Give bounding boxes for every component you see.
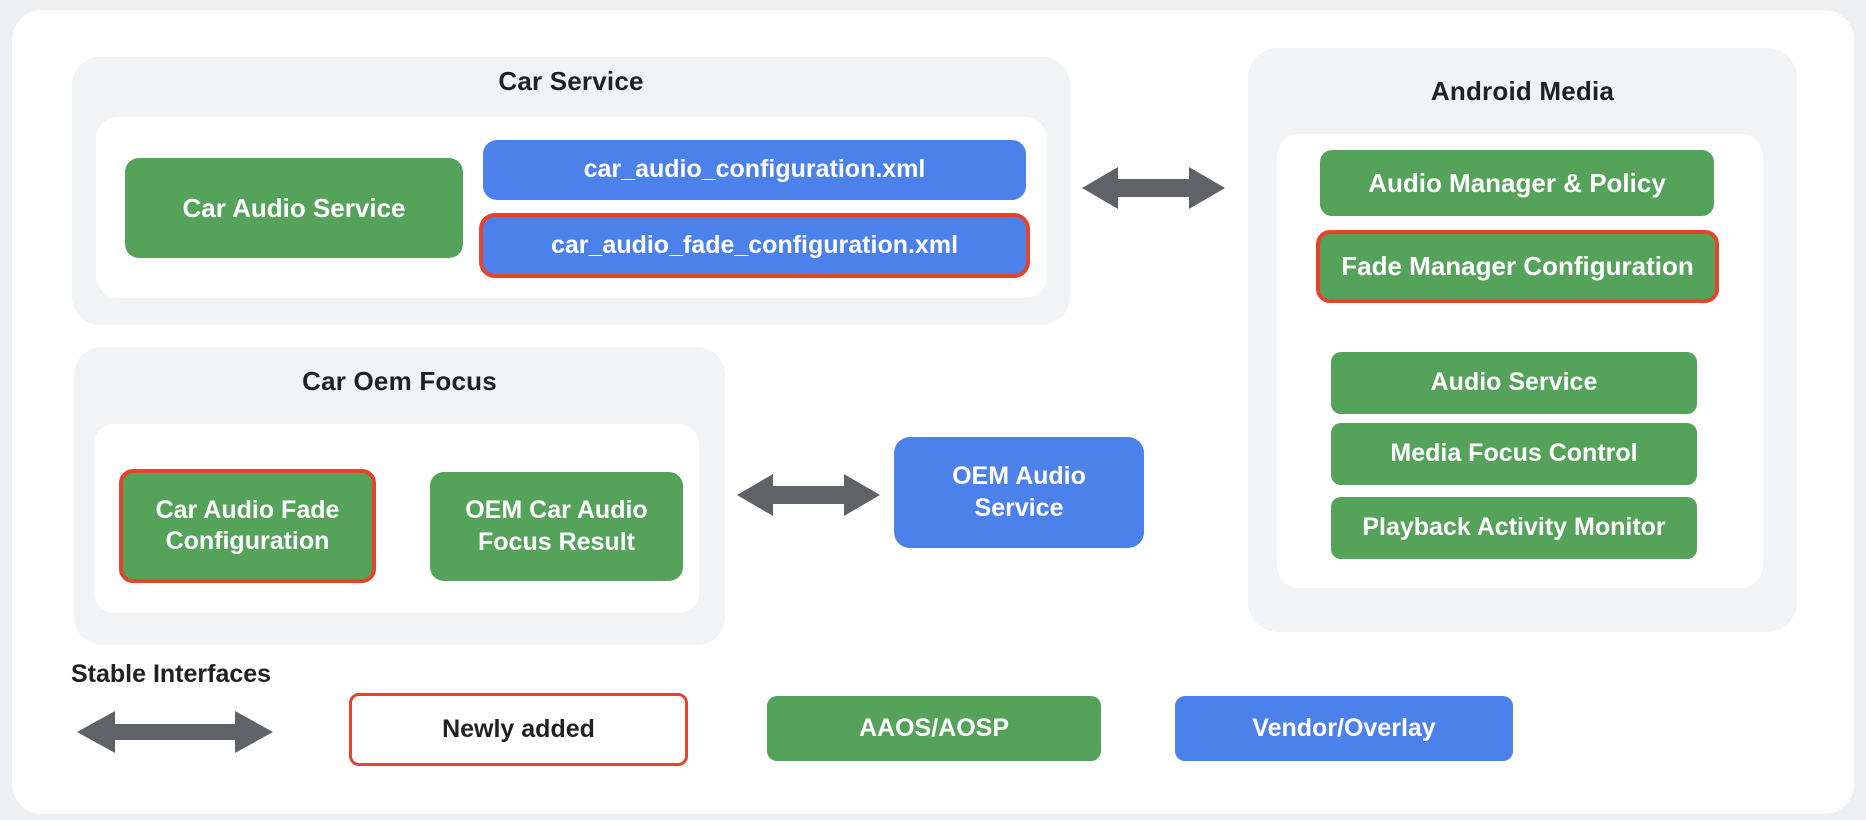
- oem-car-audio-focus-result-box: OEM Car Audio Focus Result: [430, 472, 683, 581]
- car-audio-service-box: Car Audio Service: [125, 158, 463, 258]
- media-focus-control-box: Media Focus Control: [1331, 423, 1697, 485]
- car-audio-configuration-xml-box: car_audio_configuration.xml: [483, 140, 1026, 200]
- playback-activity-monitor-box: Playback Activity Monitor: [1331, 497, 1697, 559]
- car-audio-fade-configuration-box: Car Audio Fade Configuration: [119, 469, 376, 583]
- stable-interfaces-arrow-icon: [77, 711, 273, 753]
- stable-interfaces-label: Stable Interfaces: [71, 660, 272, 688]
- car-oem-focus-title: Car Oem Focus: [302, 366, 497, 396]
- audio-service-box: Audio Service: [1331, 352, 1697, 414]
- car-audio-fade-configuration-xml-box: car_audio_fade_configuration.xml: [479, 213, 1030, 278]
- legend-aaos-aosp: AAOS/AOSP: [767, 696, 1101, 761]
- car-service-title: Car Service: [498, 66, 644, 96]
- legend-newly-added: Newly added: [349, 693, 688, 766]
- fade-manager-configuration-box: Fade Manager Configuration: [1316, 230, 1719, 303]
- legend-vendor-overlay: Vendor/Overlay: [1175, 696, 1513, 761]
- bidirectional-arrow-icon: [1082, 167, 1225, 209]
- oem-audio-service-box: OEM Audio Service: [894, 437, 1144, 548]
- android-media-title: Android Media: [1430, 76, 1615, 106]
- bidirectional-arrow-icon: [737, 474, 880, 516]
- audio-manager-policy-box: Audio Manager & Policy: [1320, 150, 1714, 216]
